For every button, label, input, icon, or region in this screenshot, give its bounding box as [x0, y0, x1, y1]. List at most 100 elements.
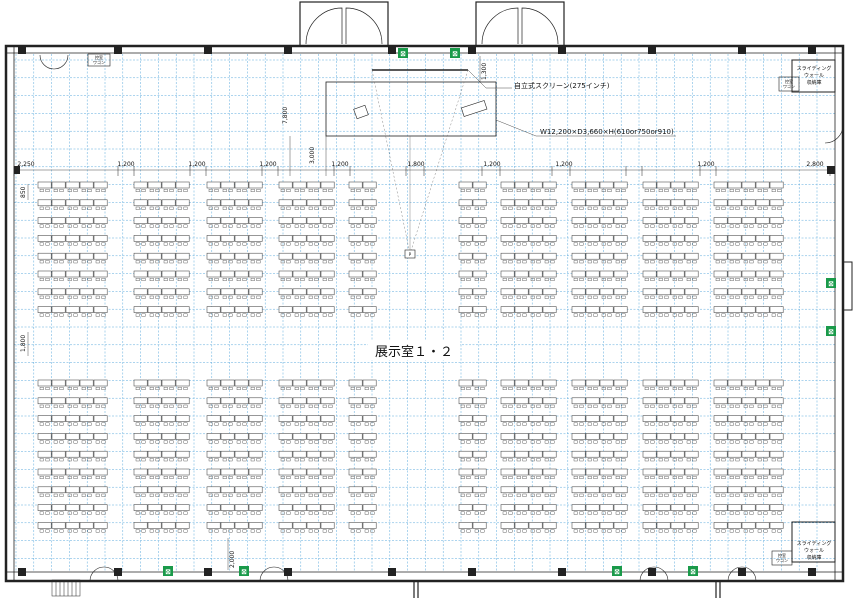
- desk: [37, 468, 52, 476]
- chair: [169, 188, 174, 192]
- desk: [306, 288, 321, 296]
- desk: [348, 306, 363, 313]
- chair: [328, 458, 333, 462]
- chair: [550, 511, 555, 515]
- chair: [607, 387, 612, 391]
- desk: [320, 433, 335, 440]
- dim-aisle: 1,800: [20, 335, 27, 352]
- exit-sign: [163, 566, 173, 576]
- chair: [621, 404, 626, 408]
- chair: [242, 529, 247, 533]
- desk: [147, 199, 162, 207]
- chair: [530, 511, 535, 515]
- chair: [522, 404, 527, 408]
- desk: [292, 306, 307, 313]
- chair: [350, 387, 355, 391]
- chair: [664, 404, 669, 408]
- desk: [472, 486, 487, 494]
- chair: [593, 422, 598, 426]
- chair: [256, 313, 261, 317]
- desk: [133, 235, 148, 242]
- desk: [755, 217, 770, 224]
- pillar-top: [558, 46, 566, 54]
- chair: [777, 278, 782, 282]
- chair: [242, 260, 247, 264]
- desk: [206, 522, 221, 529]
- desk: [161, 397, 176, 405]
- chair: [536, 422, 541, 426]
- chair: [757, 422, 762, 426]
- chair: [328, 295, 333, 299]
- chair: [45, 422, 50, 426]
- chair: [587, 260, 592, 264]
- chair: [39, 422, 44, 426]
- desk: [278, 217, 293, 224]
- desk: [769, 486, 784, 494]
- chair: [678, 313, 683, 317]
- desk: [278, 235, 293, 242]
- desk: [292, 486, 307, 494]
- chair: [601, 440, 606, 444]
- chair: [59, 313, 64, 317]
- chair: [573, 493, 578, 497]
- chair: [460, 422, 465, 426]
- chair: [757, 295, 762, 299]
- chair: [672, 458, 677, 462]
- chair: [672, 511, 677, 515]
- chair: [328, 188, 333, 192]
- desk: [206, 181, 221, 189]
- chair: [286, 260, 291, 264]
- chair: [87, 422, 92, 426]
- chair: [208, 224, 213, 228]
- chair: [466, 422, 471, 426]
- chair: [573, 206, 578, 210]
- chair: [242, 440, 247, 444]
- chair: [286, 242, 291, 246]
- chair: [601, 188, 606, 192]
- desk: [599, 379, 614, 387]
- desk: [599, 270, 614, 278]
- desk: [133, 270, 148, 278]
- chair: [686, 206, 691, 210]
- chair: [141, 529, 146, 533]
- desk: [571, 486, 586, 494]
- chair: [101, 440, 106, 444]
- desk: [306, 486, 321, 494]
- desk: [206, 468, 221, 476]
- desk: [571, 504, 586, 511]
- chair: [644, 476, 649, 480]
- desk: [656, 415, 671, 422]
- chair: [672, 476, 677, 480]
- desk: [175, 270, 190, 278]
- chair: [763, 440, 768, 444]
- chair: [607, 493, 612, 497]
- desk: [727, 181, 742, 189]
- chair: [650, 404, 655, 408]
- chair: [587, 458, 592, 462]
- dim-desk-gap: 850: [20, 186, 27, 198]
- desk: [306, 235, 321, 242]
- chair: [621, 242, 626, 246]
- chair: [466, 476, 471, 480]
- chair: [177, 529, 182, 533]
- desk: [656, 306, 671, 313]
- chair: [763, 476, 768, 480]
- chair: [294, 188, 299, 192]
- chair: [502, 242, 507, 246]
- chair: [615, 458, 620, 462]
- right-door-swing: [824, 124, 844, 144]
- exit-sign: [826, 278, 836, 288]
- desk: [472, 468, 487, 476]
- desk: [684, 433, 699, 440]
- desk: [206, 270, 221, 278]
- chair: [95, 511, 100, 515]
- chair: [314, 404, 319, 408]
- chair: [177, 206, 182, 210]
- chair: [53, 511, 58, 515]
- chair: [294, 206, 299, 210]
- chair: [149, 387, 154, 391]
- chair: [664, 278, 669, 282]
- desk: [320, 379, 335, 387]
- chair: [308, 422, 313, 426]
- chair: [686, 278, 691, 282]
